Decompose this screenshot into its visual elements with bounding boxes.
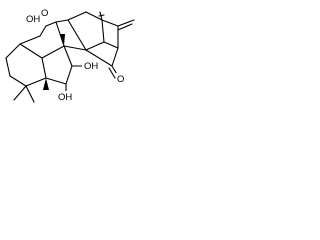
bond: [19, 35, 41, 45]
solid-wedge: [60, 34, 65, 46]
bond: [101, 19, 119, 27]
bond: [85, 49, 113, 67]
atom-label-oh-bottom: OH: [58, 92, 72, 103]
bond: [55, 19, 69, 23]
bond: [108, 67, 116, 79]
bond: [39, 25, 47, 37]
bond: [63, 45, 87, 51]
bond: [117, 19, 135, 27]
bond: [19, 43, 43, 59]
bond: [13, 85, 27, 101]
atom-label-o-ketone: O: [117, 74, 124, 85]
bond: [41, 45, 65, 59]
bond: [45, 21, 57, 27]
bond: [25, 77, 47, 87]
atom-label-o-top: O: [41, 8, 48, 19]
atom-label-oh-left: OH: [26, 14, 40, 25]
bond: [5, 43, 21, 59]
bond: [67, 19, 87, 51]
bond: [41, 57, 47, 79]
bond: [111, 47, 119, 67]
molecule-structure: OH O OH OH O: [5, 7, 135, 103]
bond: [25, 85, 35, 103]
bond: [101, 19, 105, 43]
bond: [45, 77, 67, 85]
bond: [117, 23, 133, 31]
solid-wedge: [43, 78, 49, 90]
bond: [65, 65, 73, 85]
molecule-diagram: OH O OH OH O: [0, 0, 142, 109]
bond: [63, 45, 73, 67]
bond: [85, 11, 103, 21]
bond: [67, 11, 87, 21]
bond: [5, 57, 11, 77]
bond: [85, 41, 105, 51]
hash-wedge: [98, 11, 105, 21]
bond: [103, 41, 119, 49]
atom-label-oh-center: OH: [84, 61, 98, 72]
bond: [9, 75, 27, 87]
